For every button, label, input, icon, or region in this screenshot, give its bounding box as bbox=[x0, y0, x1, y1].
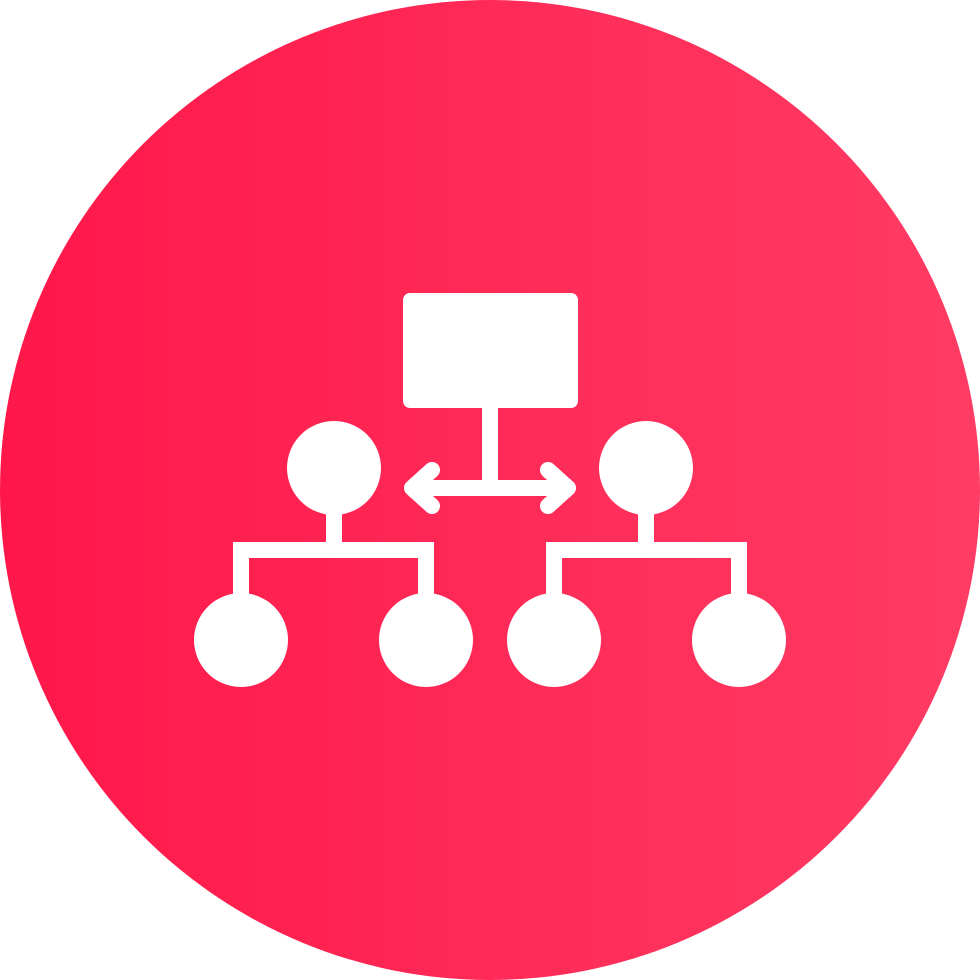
org-chart-glyph bbox=[194, 293, 786, 687]
leaf-node-2 bbox=[379, 593, 473, 687]
arrow-left-head bbox=[404, 462, 440, 514]
left-branch-drop-a bbox=[233, 542, 249, 598]
leaf-node-1 bbox=[194, 593, 288, 687]
arrow-right-head bbox=[540, 462, 576, 514]
leaf-node-3 bbox=[507, 593, 601, 687]
right-branch-stem bbox=[638, 512, 654, 550]
left-mid-node bbox=[287, 421, 381, 515]
left-branch-bar bbox=[233, 542, 434, 558]
left-branch-stem bbox=[326, 512, 342, 550]
right-branch-bar bbox=[546, 542, 747, 558]
arrow-shaft bbox=[418, 480, 562, 496]
right-branch-drop-a bbox=[546, 542, 562, 598]
root-stem bbox=[482, 404, 498, 484]
leaf-node-4 bbox=[692, 593, 786, 687]
root-node bbox=[403, 293, 578, 408]
right-branch-drop-b bbox=[731, 542, 747, 598]
right-mid-node bbox=[599, 421, 693, 515]
left-branch-drop-b bbox=[418, 542, 434, 598]
